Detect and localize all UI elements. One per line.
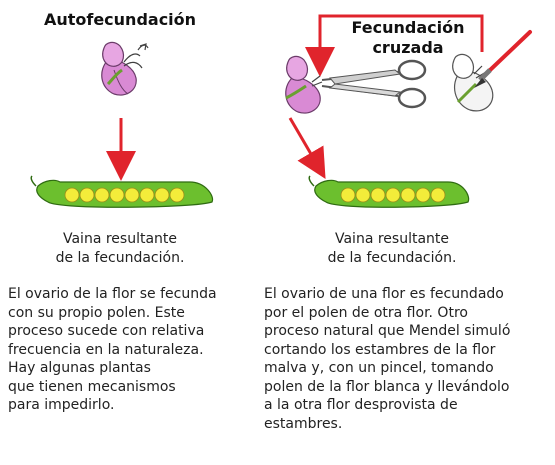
white-flower (452, 53, 494, 112)
right-description: El ovario de una flor es fecundado por e… (264, 286, 511, 432)
right-title-line1: Fecundación (351, 18, 465, 37)
purple-flower-self (101, 41, 149, 96)
pea-pod-right (308, 175, 470, 208)
purple-flower-cross (285, 55, 323, 114)
right-caption: Vaina resultante de la fecundación. (327, 231, 457, 266)
paintbrush-icon (474, 30, 532, 88)
left-title: Autofecundación (43, 10, 197, 29)
scissors-icon (321, 59, 427, 109)
pea-pod-left (30, 175, 214, 208)
right-title-line2: cruzada (372, 38, 444, 57)
left-description: El ovario de la flor se fecunda con su p… (8, 286, 217, 413)
left-caption: Vaina resultante de la fecundación. (55, 231, 185, 266)
